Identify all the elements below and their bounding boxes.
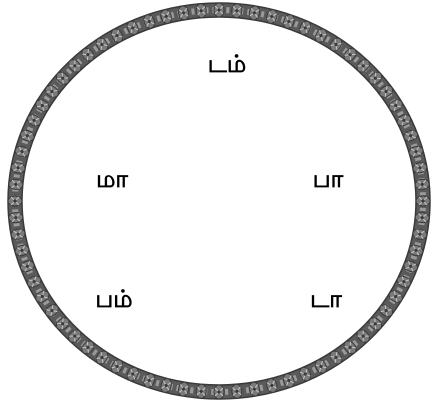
syllable-right: பா bbox=[313, 167, 343, 191]
lace-motif bbox=[416, 196, 430, 206]
lace-motif bbox=[214, 3, 224, 17]
syllable-left: மா bbox=[96, 167, 128, 191]
syllable-top: டம் bbox=[208, 52, 246, 76]
syllable-bottom-left: பம் bbox=[95, 287, 132, 311]
syllable-bottom-right: டா bbox=[310, 287, 342, 311]
lace-motif bbox=[214, 385, 224, 399]
lace-motif bbox=[8, 196, 22, 206]
